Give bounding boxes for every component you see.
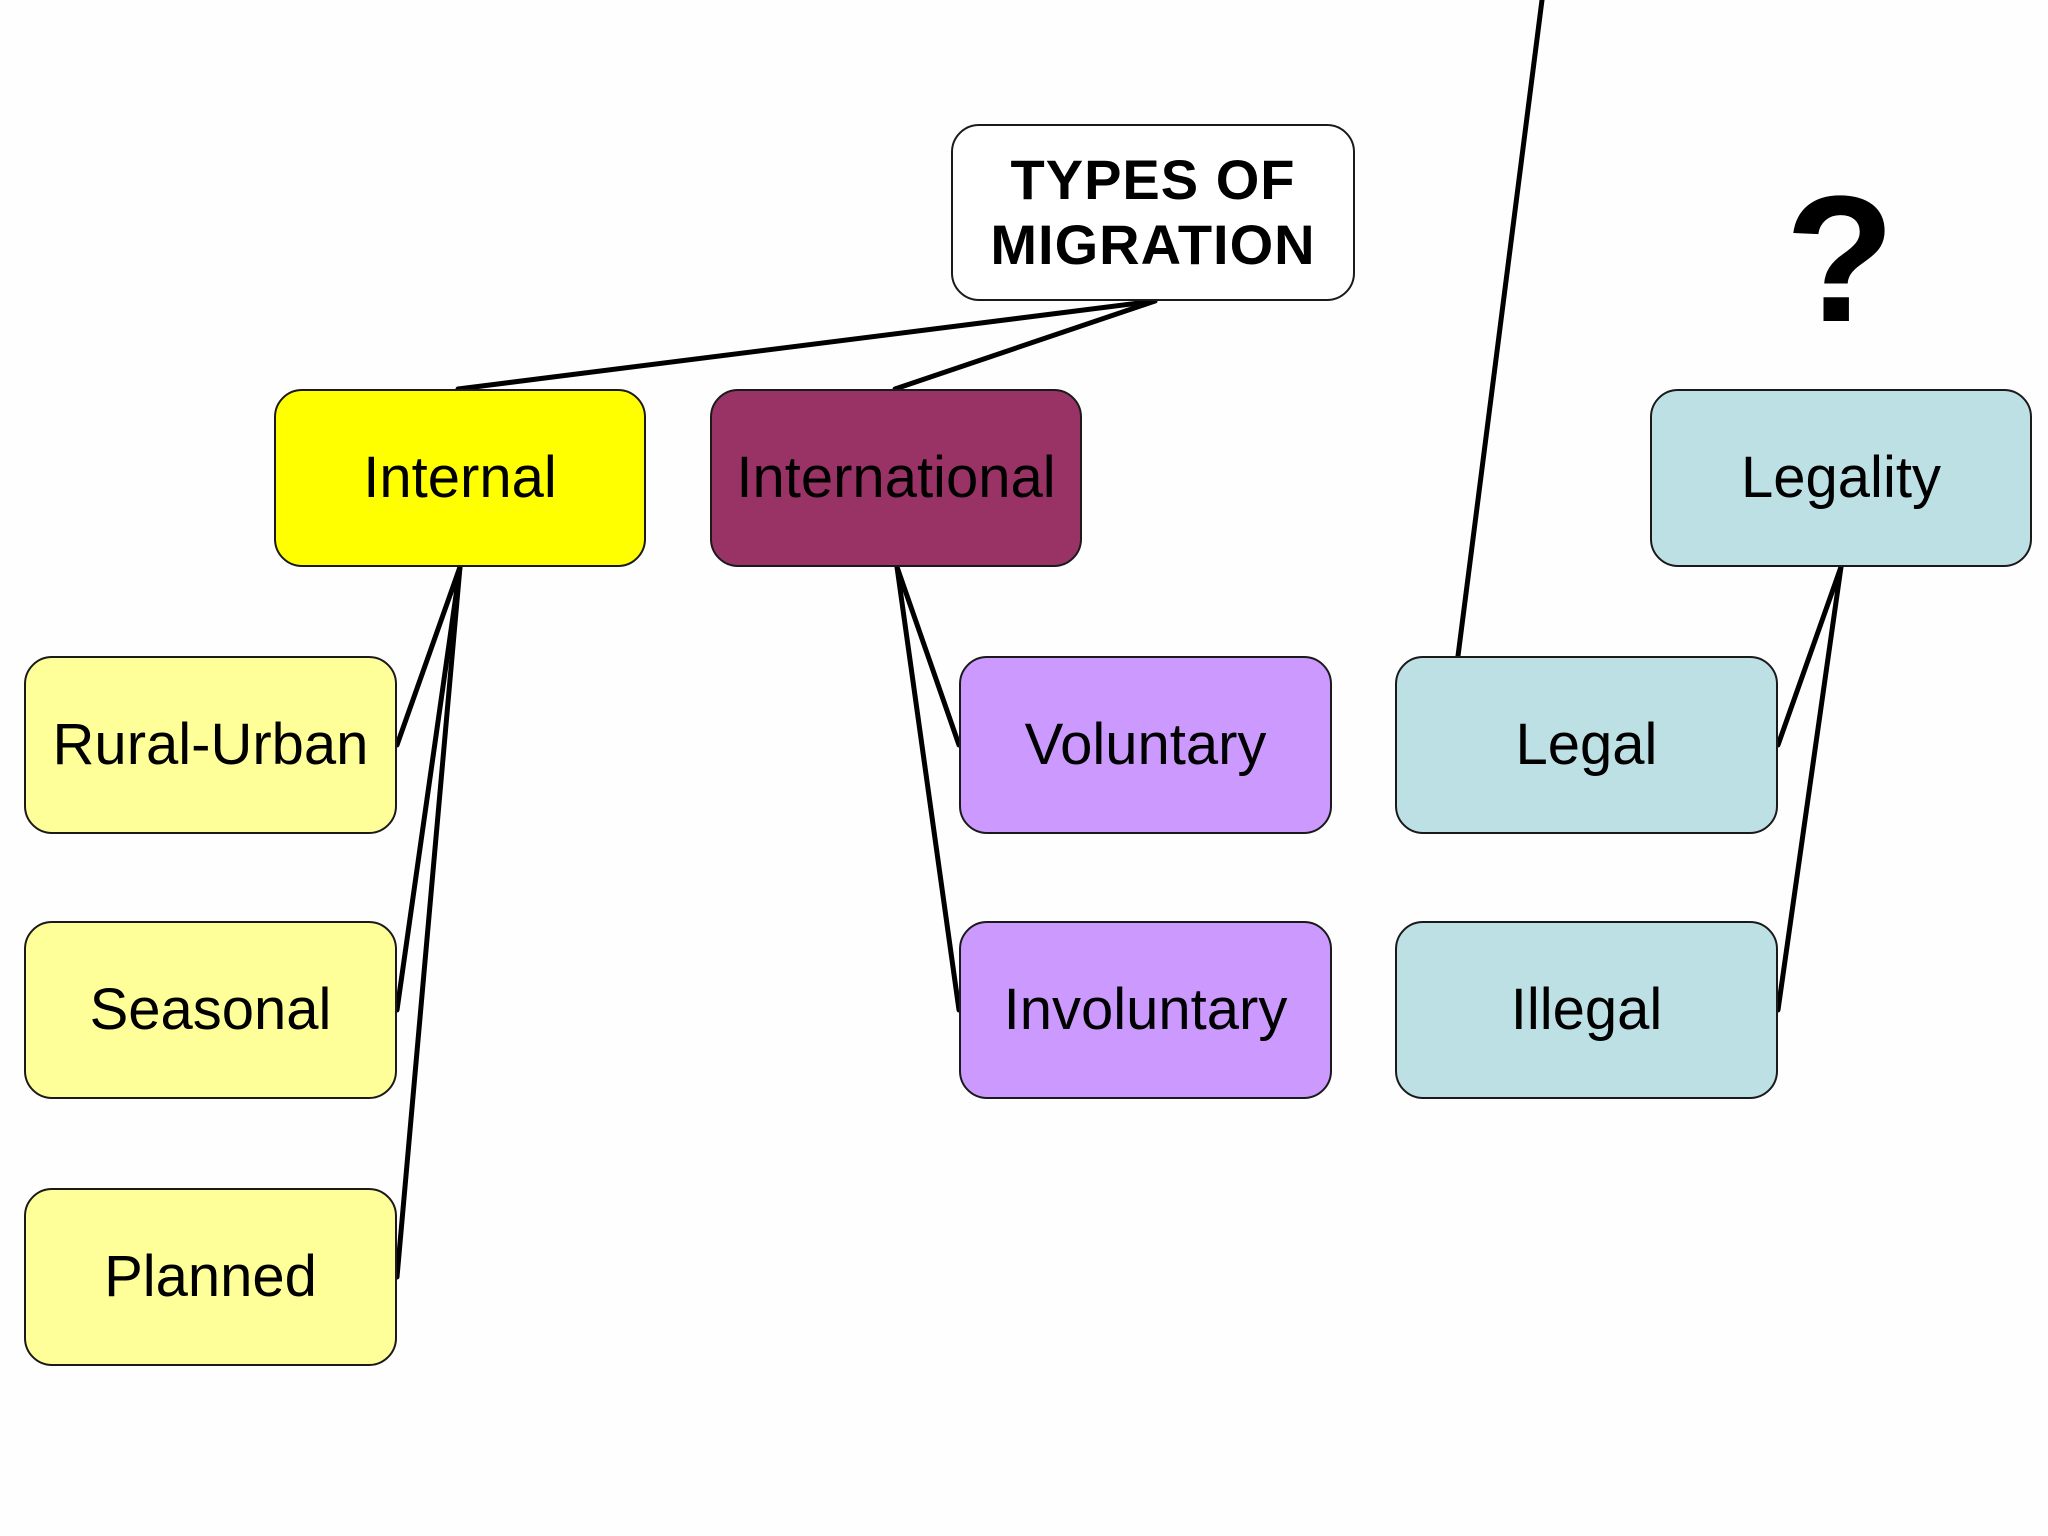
connector-root-to-international [892, 298, 1158, 392]
connector-international-to-voluntary [894, 564, 962, 748]
category-node-legality[interactable]: Legality [1650, 389, 2032, 567]
connector-internal-to-rural-urban [394, 564, 463, 748]
connector-root-to-internal [455, 298, 1158, 392]
category-node-international[interactable]: International [710, 389, 1082, 567]
child-node-illegal[interactable]: Illegal [1395, 921, 1778, 1099]
root-node-types-of-migration[interactable]: TYPES OF MIGRATION [951, 124, 1355, 301]
connector-legality-to-legal [1775, 564, 1844, 748]
question-mark-annotation: ? [1785, 159, 1895, 360]
child-node-voluntary[interactable]: Voluntary [959, 656, 1332, 834]
connector-internal-to-seasonal [394, 564, 463, 1013]
child-node-rural-urban[interactable]: Rural-Urban [24, 656, 397, 834]
connector-legal-to-offscreen [1455, 0, 1545, 659]
category-node-internal[interactable]: Internal [274, 389, 646, 567]
child-node-legal[interactable]: Legal [1395, 656, 1778, 834]
child-node-planned[interactable]: Planned [24, 1188, 397, 1366]
connector-legality-to-illegal [1775, 564, 1844, 1013]
connector-internal-to-planned [394, 564, 463, 1280]
connector-international-to-involuntary [894, 564, 962, 1013]
child-node-seasonal[interactable]: Seasonal [24, 921, 397, 1099]
child-node-involuntary[interactable]: Involuntary [959, 921, 1332, 1099]
